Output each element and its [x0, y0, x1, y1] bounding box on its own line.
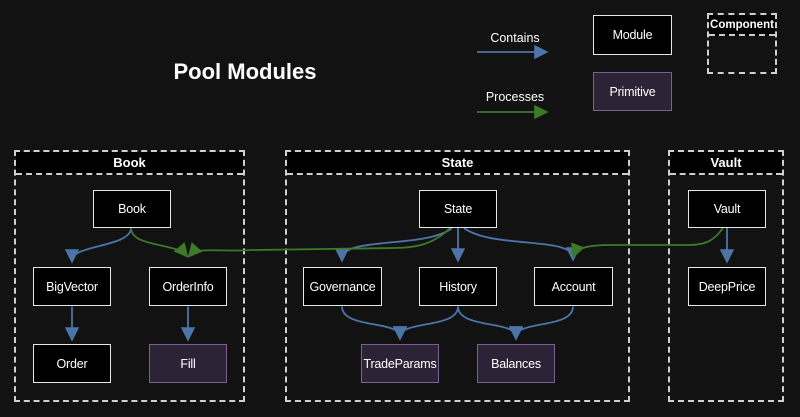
container-vault: Vault	[668, 150, 784, 402]
node-deepprice: DeepPrice	[688, 267, 766, 306]
node-orderinfo: OrderInfo	[149, 267, 227, 306]
legend-component-sample: Component	[707, 13, 777, 74]
container-state-header: State	[287, 152, 628, 175]
container-vault-header: Vault	[670, 152, 782, 175]
diagram-title: Pool Modules	[173, 59, 317, 84]
legend-contains-label: Contains	[490, 31, 540, 45]
node-fill: Fill	[149, 344, 227, 383]
legend-module-sample: Module	[593, 15, 672, 55]
legend-primitive-sample: Primitive	[593, 72, 672, 111]
node-vault: Vault	[688, 190, 766, 228]
legend-processes-label: Processes	[485, 90, 545, 104]
node-bigvector: BigVector	[33, 267, 111, 306]
node-history: History	[419, 267, 497, 306]
container-book-header: Book	[16, 152, 243, 175]
container-state: State	[285, 150, 630, 402]
node-state: State	[419, 190, 497, 228]
legend-component-label: Component	[709, 15, 775, 36]
node-account: Account	[534, 267, 613, 306]
node-order: Order	[33, 344, 111, 383]
container-book: Book	[14, 150, 245, 402]
node-tradeparams: TradeParams	[361, 344, 439, 383]
node-balances: Balances	[477, 344, 555, 383]
node-book: Book	[93, 190, 171, 228]
node-governance: Governance	[303, 267, 382, 306]
